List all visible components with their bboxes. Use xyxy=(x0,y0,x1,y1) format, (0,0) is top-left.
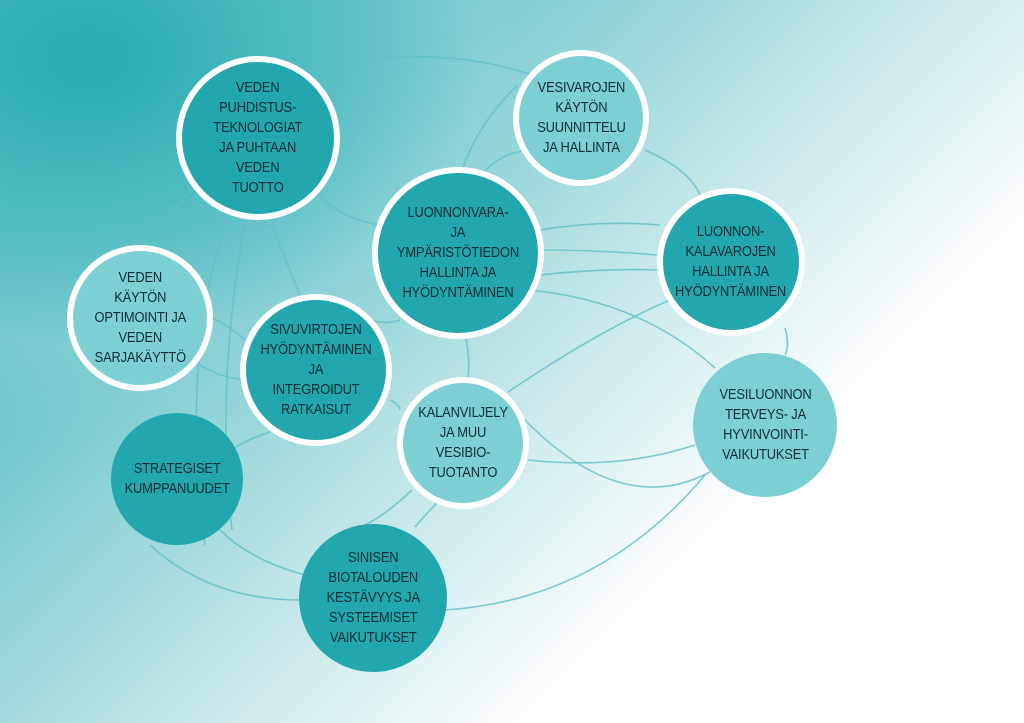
node-side-streams[interactable]: SIVUVIRTOJEN HYÖDYNTÄMINEN JA INTEGROIDU… xyxy=(240,294,392,446)
link-kalavarojen-vesiluonnon xyxy=(784,327,789,356)
link-sivuvirtojen-strategiset xyxy=(231,431,271,451)
link-luonnonvara-kalavarojen-c xyxy=(539,268,661,276)
node-strategic-partnerships[interactable]: STRATEGISET KUMPPANUUDET xyxy=(111,413,243,545)
node-natural-resource-data[interactable]: LUONNONVARA- JA YMPÄRISTÖTIEDON HALLINTA… xyxy=(372,167,544,339)
node-water-use-optimization[interactable]: VEDEN KÄYTÖN OPTIMOINTI JA VEDEN SARJAKÄ… xyxy=(67,245,213,391)
node-aquatic-health-effects[interactable]: VESILUONNON TERVEYS- JA HYVINVOINTI- VAI… xyxy=(693,353,837,497)
link-kalanviljely-vesiluonnon-b xyxy=(519,414,711,488)
link-kalanviljely-sinisen-b xyxy=(414,499,441,528)
node-fish-farming[interactable]: KALANVILJELY JA MUU VESIBIO- TUOTANTO xyxy=(397,377,529,509)
node-wild-fish-stocks[interactable]: LUONNON- KALAVAROJEN HALLINTA JA HYÖDYNT… xyxy=(657,188,805,336)
link-kalanviljely-kalavarojen xyxy=(507,299,671,393)
node-label: SINISEN BIOTALOUDEN KESTÄVYYS JA SYSTEEM… xyxy=(326,549,420,646)
node-label: SIVUVIRTOJEN HYÖDYNTÄMINEN JA INTEGROIDU… xyxy=(260,321,372,418)
node-label: VEDEN KÄYTÖN OPTIMOINTI JA VEDEN SARJAKÄ… xyxy=(94,269,186,366)
node-label: VESIVAROJEN KÄYTÖN SUUNNITTELU JA HALLIN… xyxy=(536,79,626,156)
link-vesivarojen-kalavarojen xyxy=(644,149,701,196)
link-strategiset-sinisen xyxy=(219,529,306,576)
link-kalanviljely-sinisen xyxy=(359,489,413,528)
node-label: LUONNONVARA- JA YMPÄRISTÖTIEDON HALLINTA… xyxy=(396,204,520,301)
link-luonnonvara-kalavarojen xyxy=(539,222,661,231)
link-puhdistus-vesivarojen xyxy=(299,55,541,79)
link-puhdistus-optimointi xyxy=(160,185,196,256)
link-vesiluonnon-sinisen xyxy=(444,474,706,611)
link-sivuvirtojen-kalanviljely xyxy=(389,399,401,411)
node-water-resource-planning[interactable]: VESIVAROJEN KÄYTÖN SUUNNITTELU JA HALLIN… xyxy=(513,50,649,186)
node-label: LUONNON- KALAVAROJEN HALLINTA JA HYÖDYNT… xyxy=(675,223,787,300)
node-label: VEDEN PUHDISTUS- TEKNOLOGIAT JA PUHTAAN … xyxy=(213,79,303,196)
link-luonnonvara-kalavarojen-b xyxy=(542,249,658,256)
link-luonnonvara-kalanviljely xyxy=(465,337,470,379)
link-strategiset-sinisen-b xyxy=(149,544,301,601)
node-label: STRATEGISET KUMPPANUUDET xyxy=(124,460,230,497)
link-kalanviljely-vesiluonnon xyxy=(527,444,696,464)
node-blue-bioeconomy-sustainability[interactable]: SINISEN BIOTALOUDEN KESTÄVYYS JA SYSTEEM… xyxy=(299,524,447,672)
node-water-purification[interactable]: VEDEN PUHDISTUS- TEKNOLOGIAT JA PUHTAAN … xyxy=(176,56,340,220)
node-label: VESILUONNON TERVEYS- JA HYVINVOINTI- VAI… xyxy=(718,386,812,463)
link-luonnonvara-vesiluonnon xyxy=(527,289,716,369)
link-puhdistus-sivuvirtojen xyxy=(269,221,301,296)
link-vesivarojen-luonnonvara-b xyxy=(461,84,519,171)
node-label: KALANVILJELY JA MUU VESIBIO- TUOTANTO xyxy=(418,404,508,481)
link-optimointi-sivuvirtojen xyxy=(212,317,246,341)
